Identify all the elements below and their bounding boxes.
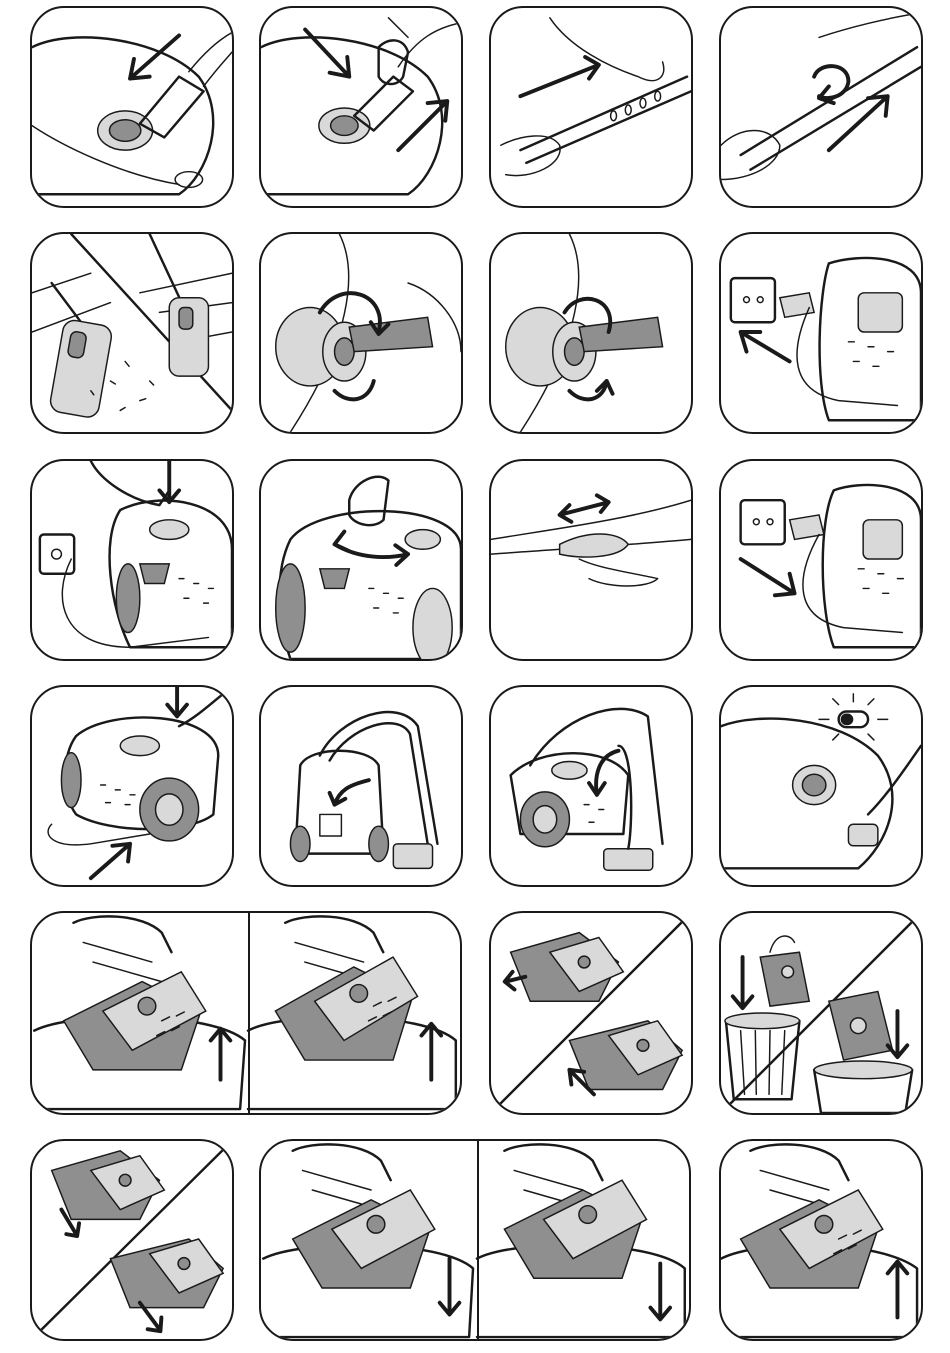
dust-bag-lift-out-icon (32, 913, 460, 1113)
dial-rotate-counterclockwise-icon (491, 234, 691, 432)
wall-socket-icon (741, 500, 785, 544)
step-19-panel (489, 911, 693, 1115)
step-14-panel (259, 685, 463, 887)
dust-bag-removal-sequence-icon (491, 913, 691, 1113)
step-3-panel (489, 6, 693, 208)
cord-pull-from-socket-icon (721, 234, 921, 432)
dial-rotate-clockwise-icon (261, 234, 461, 432)
step-8-panel (719, 232, 923, 434)
dust-bag-disposal-bin-icon (721, 913, 921, 1113)
side-parking-position-icon (491, 687, 691, 885)
hose-insert-into-vacuum-icon (32, 8, 232, 206)
step-9-panel (30, 459, 234, 661)
dust-bag-locked-in-place-icon (721, 1141, 921, 1339)
step-17-18-panel (30, 911, 462, 1115)
step-15-panel (489, 685, 693, 887)
step-5-panel (30, 232, 234, 434)
step-1-panel (30, 6, 234, 208)
suction-power-slider-icon (261, 461, 461, 659)
step-23-panel (719, 1139, 923, 1341)
step-13-panel (30, 685, 234, 887)
cord-rewind-button-icon (32, 687, 232, 885)
foot-press-power-button-icon (32, 461, 232, 659)
wall-socket-icon (731, 278, 775, 322)
step-20-panel (719, 911, 923, 1115)
floor-nozzle-carpet-hard-floor-icon (32, 234, 232, 432)
step-16-panel (719, 685, 923, 887)
plug-into-socket-icon (721, 461, 921, 659)
step-10-panel (259, 459, 463, 661)
step-21-panel (30, 1139, 234, 1341)
step-4-panel (719, 6, 923, 208)
hose-release-icon (261, 8, 461, 206)
tube-lock-rotate-icon (721, 8, 921, 206)
telescopic-tube-extend-icon (491, 8, 691, 206)
bag-full-indicator-icon (721, 687, 921, 885)
dust-bag-lower-into-compartment-icon (261, 1141, 689, 1339)
new-dust-bag-insert-icon (32, 1141, 232, 1339)
step-7-panel (489, 232, 693, 434)
air-slide-adjust-icon (491, 461, 691, 659)
step-11-panel (489, 459, 693, 661)
step-12-panel (719, 459, 923, 661)
upright-parking-position-icon (261, 687, 461, 885)
step-6-panel (259, 232, 463, 434)
indicator-lamp-icon (819, 694, 888, 740)
step-2-panel (259, 6, 463, 208)
step-22-panel (259, 1139, 691, 1341)
